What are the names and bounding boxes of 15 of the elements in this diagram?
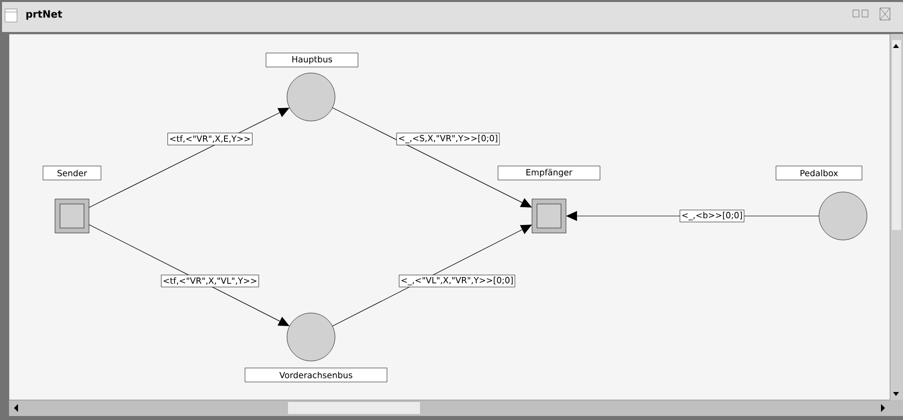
arrow	[332, 107, 532, 208]
name-label: Sender	[42, 166, 102, 180]
name-label: Vorderachsenbus	[244, 368, 388, 382]
edge-label: <_,<b>>[0;0]	[682, 212, 742, 220]
edge-label: <_,<S,X,"VR",Y>>[0;0]	[399, 134, 498, 144]
arrow	[332, 224, 532, 326]
edge-label: <_,<"VL",X,"VR",Y>>[0;0]	[402, 276, 513, 286]
arrow	[88, 108, 290, 208]
arrow	[88, 224, 290, 326]
name-label: Pedalbox	[776, 166, 862, 180]
edge-label: <tf,<"VR",X,E,Y>>	[170, 135, 250, 143]
window-title: prtNet	[26, 10, 62, 20]
edge-label: <tf,<"VR",X,"VL",Y>>	[164, 277, 256, 285]
name-label: Empfänger	[498, 166, 600, 180]
name-label: Hauptbus	[266, 52, 358, 68]
